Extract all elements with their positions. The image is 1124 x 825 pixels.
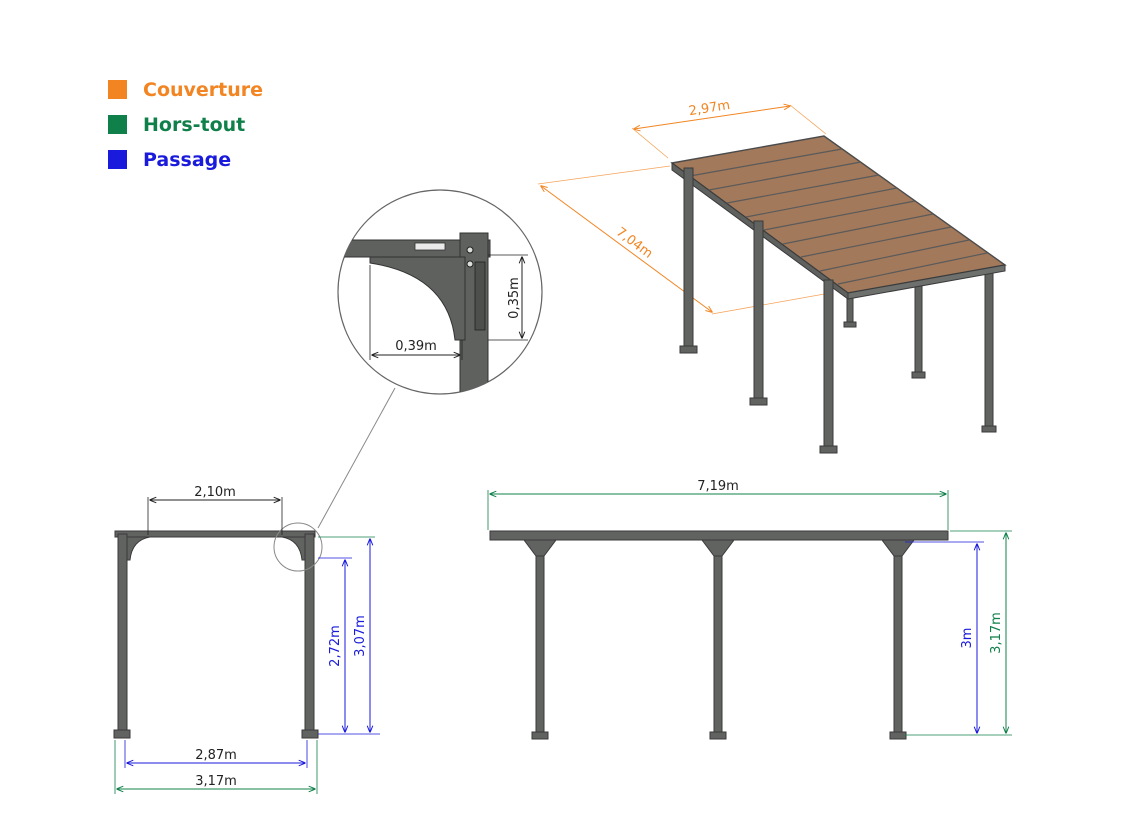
isometric-view: 2,97m 7,04m	[537, 98, 1007, 454]
iso-extension-lines	[537, 104, 831, 315]
front-view: 2,10m 2,72m 3,07m 2,87m 3,17m	[113, 485, 380, 794]
legend-label-passage: Passage	[143, 148, 232, 171]
detail-view: 0,35m 0,39m	[317, 189, 543, 529]
front-detail-callout-circle	[273, 522, 323, 572]
iso-width-label: 2,97m	[688, 98, 731, 119]
detail-height-label: 0,35m	[507, 277, 522, 319]
detail-content	[338, 232, 491, 394]
detail-extension-lines	[369, 254, 528, 360]
front-top-span-label: 2,10m	[194, 485, 236, 500]
front-total-height-label: 3,07m	[353, 615, 368, 657]
front-total-width-extension-lines	[114, 740, 318, 794]
legend-item-couverture: Couverture	[108, 72, 263, 107]
front-bottom-extension-lines	[124, 740, 308, 768]
front-top-extension-lines	[147, 497, 283, 535]
iso-front-posts	[679, 167, 838, 454]
legend-swatch-green	[108, 115, 127, 134]
iso-roof-ribs	[689, 148, 988, 285]
legend-item-passage: Passage	[108, 142, 263, 177]
side-total-height-label: 3,17m	[989, 612, 1004, 654]
detail-leader-line	[317, 387, 396, 529]
detail-width-label: 0,39m	[395, 339, 437, 354]
iso-roof-panel	[670, 135, 1007, 294]
side-passage-height-label: 3m	[960, 628, 975, 649]
legend: Couverture Hors-tout Passage	[108, 72, 263, 177]
front-height-extension-lines	[318, 557, 380, 735]
legend-label-couverture: Couverture	[143, 78, 264, 101]
iso-width-dimension-line	[634, 106, 790, 129]
iso-roof-end-beam	[847, 264, 1006, 300]
front-frame	[113, 530, 319, 739]
front-passage-width-label: 2,87m	[195, 748, 237, 763]
front-total-width-label: 3,17m	[195, 774, 237, 789]
side-view: 7,19m 3m 3,17m	[487, 479, 1012, 740]
legend-label-hors-tout: Hors-tout	[143, 113, 246, 136]
front-passage-height-label: 2,72m	[328, 625, 343, 667]
legend-item-hors-tout: Hors-tout	[108, 107, 263, 142]
legend-swatch-orange	[108, 80, 127, 99]
side-top-extension-lines	[487, 490, 949, 530]
legend-swatch-blue	[108, 150, 127, 169]
side-frame	[489, 530, 949, 740]
side-total-length-label: 7,19m	[697, 479, 739, 494]
